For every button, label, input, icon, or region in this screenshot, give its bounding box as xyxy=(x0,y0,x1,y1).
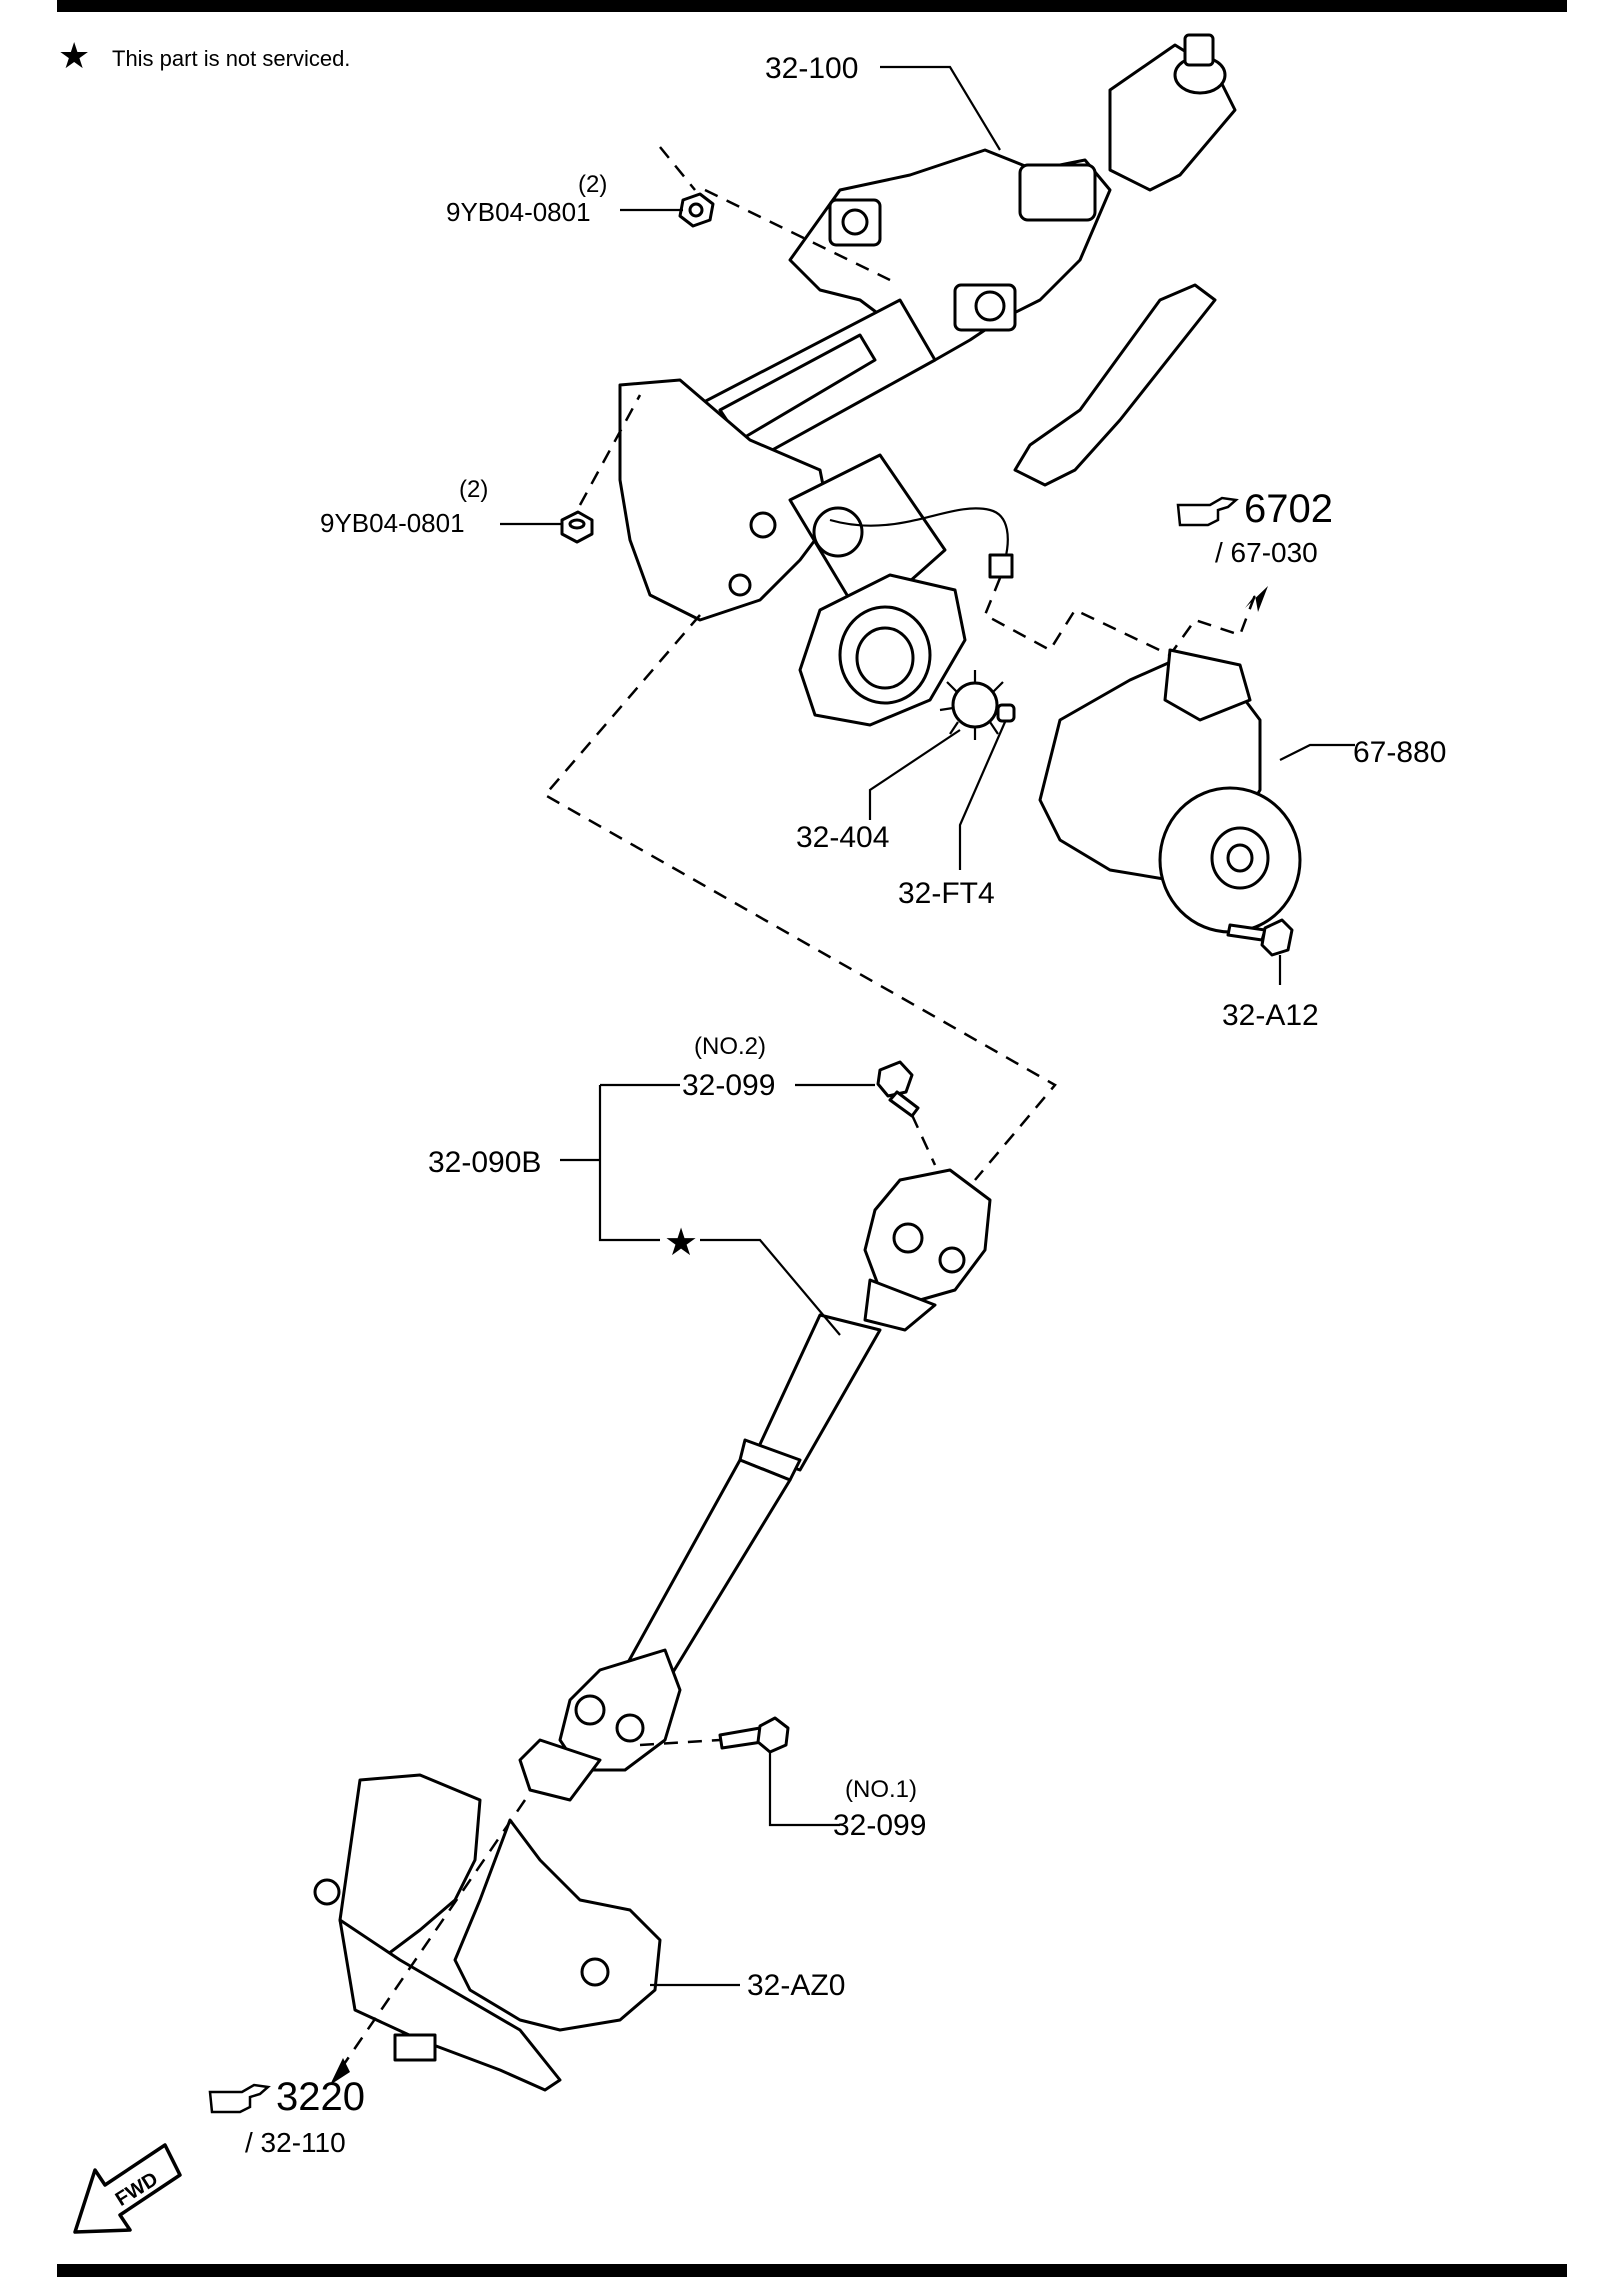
label-nut-upper: 9YB04-0801 xyxy=(446,197,591,227)
intermediate-shaft-drawing xyxy=(518,1168,992,1802)
column-to-shaft-dashed xyxy=(543,614,1057,1181)
spline-gear-drawing xyxy=(939,670,1011,740)
pointing-hand-icon xyxy=(1176,496,1239,527)
label-ref-3220-sub: / 32-110 xyxy=(245,2127,346,2158)
label-bolt-no2: 32-099 xyxy=(682,1069,775,1102)
label-ref-3220: 3220 xyxy=(276,2075,365,2119)
label-shaft-star: ★ xyxy=(664,1222,698,1264)
column-cover-drawing xyxy=(313,1773,662,2092)
pointing-hand-icon xyxy=(208,2083,271,2114)
fwd-arrow-icon: FWD xyxy=(73,2143,182,2234)
pin-ft4-drawing xyxy=(996,703,1016,723)
bolt-no1-leader xyxy=(768,1752,840,1827)
nut-lower-dashed xyxy=(578,394,642,506)
label-ref-6702: 6702 xyxy=(1244,487,1333,531)
gear-404-leader xyxy=(868,729,961,820)
arrow-up-right-icon xyxy=(1245,586,1268,612)
bottom-border xyxy=(57,2264,1567,2277)
bolt-no1-drawing xyxy=(718,1716,790,1754)
bolt-no2-drawing xyxy=(876,1060,920,1118)
label-nut-upper-qty: (2) xyxy=(578,171,607,198)
top-border xyxy=(57,0,1567,12)
label-shaft-assy: 32-090B xyxy=(428,1146,541,1179)
connector-dashed-link xyxy=(983,577,1257,657)
label-bolt-no1: 32-099 xyxy=(833,1809,926,1842)
legend-star: ★ xyxy=(58,35,90,76)
pin-ft4-leader xyxy=(958,721,1007,870)
shaft-star-leader xyxy=(700,1238,841,1336)
label-nut-lower: 9YB04-0801 xyxy=(320,508,465,538)
label-column: 32-100 xyxy=(765,52,858,85)
bolt-a12-drawing xyxy=(1226,918,1294,957)
label-pin-ft4: 32-FT4 xyxy=(898,877,995,910)
legend-note: This part is not serviced. xyxy=(112,46,350,71)
motor-leader xyxy=(1279,743,1355,761)
bolt-no1-dashed xyxy=(639,1738,721,1747)
label-cover: 32-AZ0 xyxy=(747,1969,845,2002)
bolt-no2-dashed xyxy=(910,1114,937,1166)
shaft-assy-bracket xyxy=(560,1083,680,1242)
label-gear-404: 32-404 xyxy=(796,821,889,854)
nut-upper-dashed xyxy=(659,146,891,282)
ref-3220-link[interactable]: 3220 xyxy=(208,2075,365,2119)
label-motor: 67-880 xyxy=(1353,736,1446,769)
nut-upper-drawing xyxy=(678,192,715,228)
arrow-down-left-icon xyxy=(330,2058,350,2085)
ref-6702-link[interactable]: 6702 xyxy=(1176,487,1333,531)
cover-dashed-axis xyxy=(338,1799,527,2071)
column-leader xyxy=(880,65,1001,151)
nut-lower-drawing xyxy=(560,510,594,544)
label-bolt-no1-tag: (NO.1) xyxy=(845,1776,917,1803)
label-nut-lower-qty: (2) xyxy=(459,476,488,503)
steering-column-drawing xyxy=(618,33,1237,727)
label-bolt-a12: 32-A12 xyxy=(1222,999,1319,1032)
label-ref-6702-sub: / 67-030 xyxy=(1215,537,1318,568)
eps-motor-drawing xyxy=(1038,648,1302,934)
label-bolt-no2-tag: (NO.2) xyxy=(694,1033,766,1060)
